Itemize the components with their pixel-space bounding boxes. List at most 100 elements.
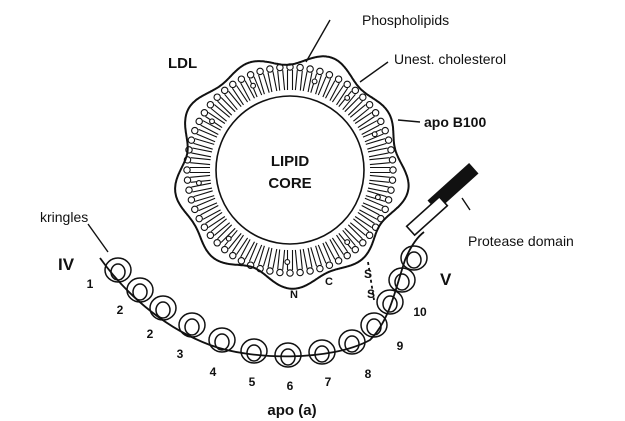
phospholipid-head xyxy=(201,110,207,116)
phospholipid-head xyxy=(201,224,207,230)
phospholipid-head xyxy=(366,232,372,238)
kringle-coil xyxy=(179,313,205,337)
phospholipid-head xyxy=(277,269,283,275)
phospholipid-head xyxy=(184,177,190,183)
phospholipid-tail xyxy=(191,183,212,192)
phospholipid-head xyxy=(382,206,388,212)
phospholipid-head xyxy=(184,167,190,173)
kringle-number: 1 xyxy=(87,277,94,291)
phospholipid-head xyxy=(287,270,293,276)
phospholipid-head xyxy=(238,258,244,264)
phospholipid-head xyxy=(372,110,378,116)
phospholipid-tail xyxy=(268,248,277,269)
kringle-loop xyxy=(215,334,229,350)
phospholipid-head xyxy=(360,240,366,246)
kringle-loop xyxy=(383,296,397,312)
phospholipid-head xyxy=(388,187,394,193)
cholesterol-molecule xyxy=(312,79,317,84)
phospholipid-head xyxy=(247,72,253,78)
phospholipid-head xyxy=(335,258,341,264)
phospholipid-head xyxy=(214,240,220,246)
phospholipid-head xyxy=(214,94,220,100)
phospholipid-head xyxy=(360,94,366,100)
kringle-iv-label: IV xyxy=(58,255,75,274)
cholesterol-molecule xyxy=(345,96,350,101)
c-terminus-label: C xyxy=(325,276,333,288)
apo-a-chain xyxy=(100,232,427,367)
phospholipid-tail xyxy=(206,212,225,227)
phospholipid-tail xyxy=(369,158,389,165)
phospholipid-head xyxy=(352,87,358,93)
apo-a-label: apo (a) xyxy=(267,402,316,419)
phospholipid-head xyxy=(326,72,332,78)
ldl-label: LDL xyxy=(168,55,197,72)
phospholipid-head xyxy=(230,81,236,87)
phospholipid-head xyxy=(267,268,273,274)
phospholipid-head xyxy=(388,147,394,153)
kringle-coil xyxy=(241,339,267,363)
apo-b100-label: apo B100 xyxy=(424,114,486,130)
phospholipid-head xyxy=(378,118,384,124)
kringle-number: 7 xyxy=(325,375,332,389)
phospholipid-head xyxy=(344,81,350,87)
phospholipid-tail xyxy=(232,86,247,105)
phospholipid-head xyxy=(222,87,228,93)
phospholipid-head xyxy=(307,268,313,274)
phospholipid-head xyxy=(389,177,395,183)
kringle-number: 5 xyxy=(249,375,256,389)
phospholipid-head xyxy=(326,262,332,268)
phospholipid-head xyxy=(385,137,391,143)
kringle-number: 2 xyxy=(147,327,154,341)
phospholipid-head xyxy=(207,102,213,108)
phospholipid-head xyxy=(297,64,303,70)
disulfide-s2-label: S xyxy=(367,287,375,301)
phospholipid-tail xyxy=(211,105,230,122)
cholesterol-molecule xyxy=(251,83,256,88)
kringles-label: kringles xyxy=(40,209,88,225)
disulfide-s1-label: S xyxy=(364,267,372,281)
kringle-loop xyxy=(247,345,261,361)
kringle-loop xyxy=(367,319,381,335)
phospholipid-head xyxy=(352,246,358,252)
phospholipid-head xyxy=(317,265,323,271)
phospholipid-tail xyxy=(332,86,347,105)
phospholipid-tail xyxy=(278,249,285,269)
ldl-particle xyxy=(175,56,409,288)
cholesterol-molecule xyxy=(197,181,202,186)
kringle-coil xyxy=(127,278,153,302)
kringle-number: 6 xyxy=(287,379,294,393)
cholesterol-molecule xyxy=(210,119,215,124)
phospholipid-head xyxy=(307,66,313,72)
protease-domain-label: Protease domain xyxy=(468,233,574,249)
phospholipid-tail xyxy=(218,98,236,116)
phospholipid-tail xyxy=(295,70,302,90)
phospholipid-tail xyxy=(241,239,255,259)
kringle-loop xyxy=(345,336,359,352)
phospholipid-head xyxy=(186,187,192,193)
kringle-number: 8 xyxy=(365,367,372,381)
phospholipid-tail xyxy=(350,219,369,236)
n-terminus-label: N xyxy=(290,289,298,301)
kringle-number: 4 xyxy=(210,365,217,379)
phospholipid-head xyxy=(385,197,391,203)
phospholipid-head xyxy=(222,246,228,252)
phospholipid-tail xyxy=(225,91,242,110)
phospholipid-tail xyxy=(350,105,369,122)
phospholipid-tail xyxy=(332,235,347,254)
phospholipid-tail xyxy=(368,148,389,157)
phospholipid-head xyxy=(196,118,202,124)
phospholipids-label: Phospholipids xyxy=(362,12,449,28)
phospholipid-head xyxy=(390,167,396,173)
cholesterol-molecule xyxy=(285,260,290,265)
phospholipid-tail xyxy=(190,168,210,173)
phospholipid-head xyxy=(382,127,388,133)
cholesterol-molecule xyxy=(226,236,231,241)
cholesterol-molecule xyxy=(345,240,350,245)
kringle-coil xyxy=(150,296,176,320)
kringle-loop xyxy=(185,319,199,335)
phospholipid-head xyxy=(192,127,198,133)
kringle-coil xyxy=(339,330,365,354)
kringle-number: 2 xyxy=(117,303,124,317)
cholesterol-molecule xyxy=(376,195,381,200)
phospholipid-tail xyxy=(295,249,302,269)
